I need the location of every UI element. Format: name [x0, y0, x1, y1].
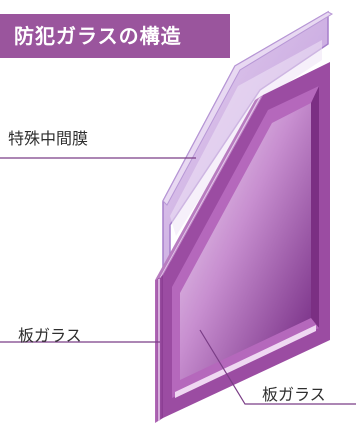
- interlayer-film: [162, 11, 334, 206]
- pane-face: [180, 103, 311, 380]
- title-banner: [0, 14, 230, 58]
- glass-right-label: 板ガラス: [262, 385, 326, 404]
- diagram-title: 防犯ガラスの構造: [14, 24, 182, 48]
- leader-line-glass-right: [199, 329, 356, 405]
- glass-left-label: 板ガラス: [18, 326, 82, 345]
- interlayer-film-label: 特殊中間膜: [8, 129, 89, 148]
